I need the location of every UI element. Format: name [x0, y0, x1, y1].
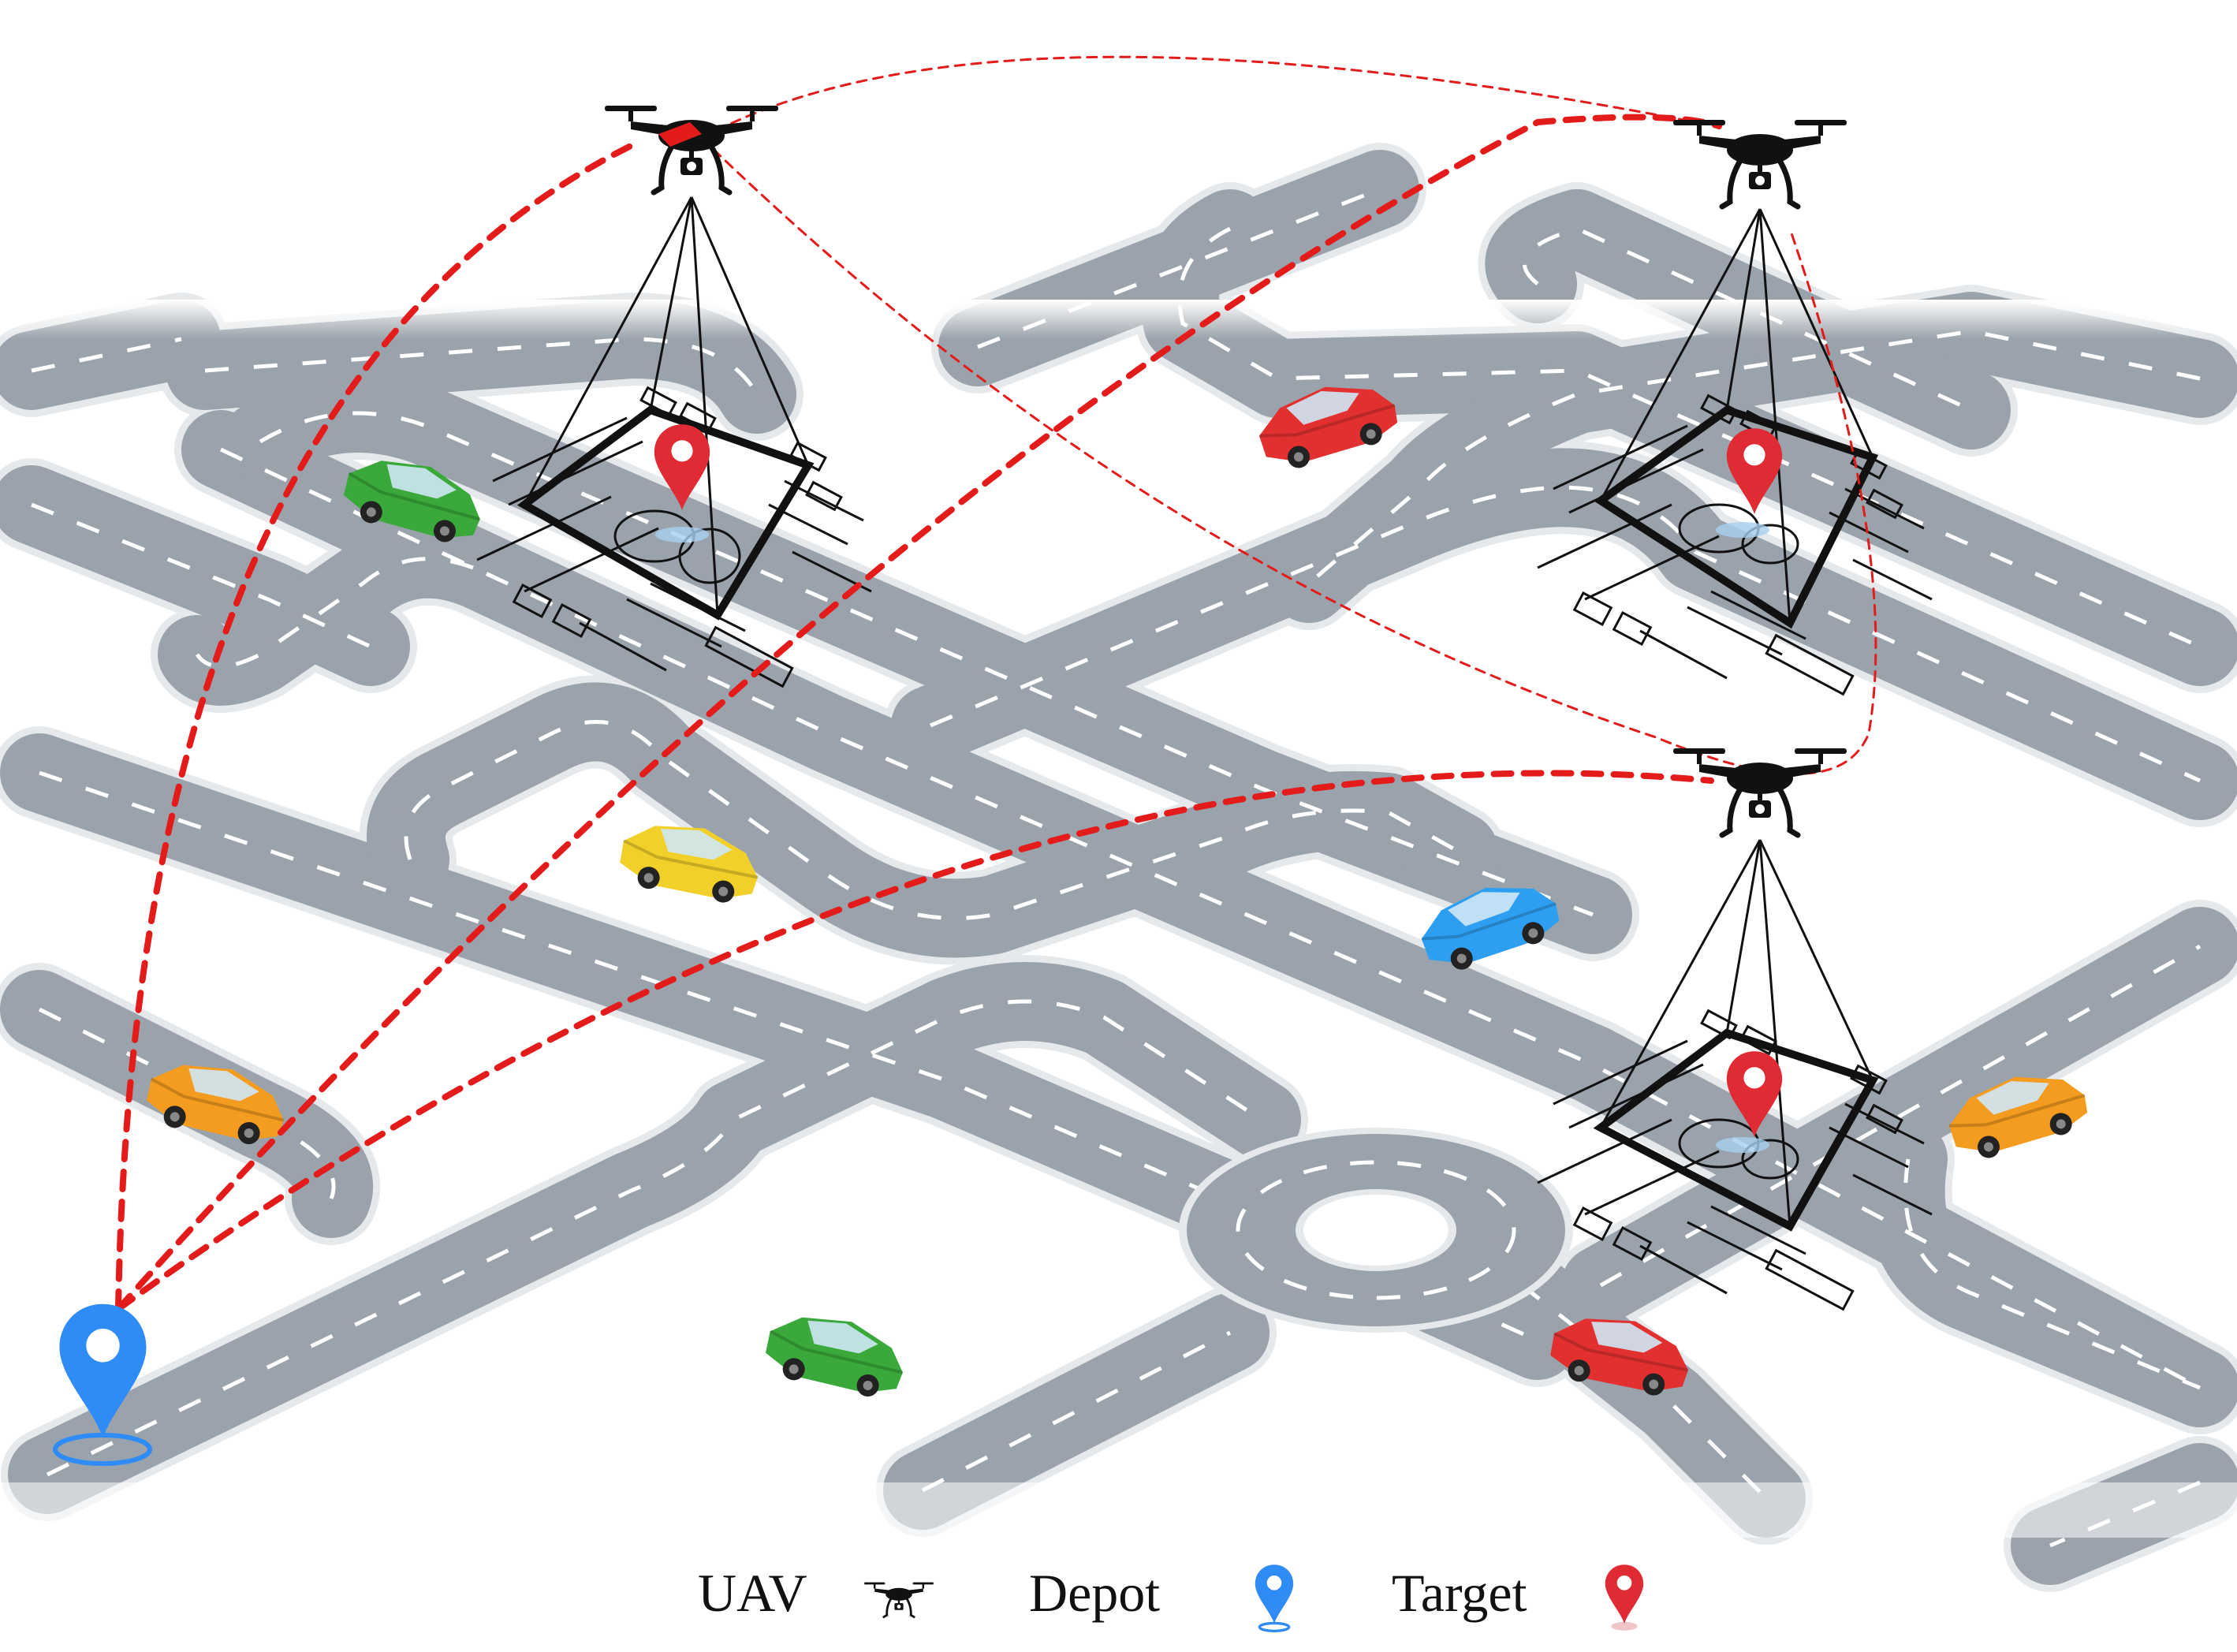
legend: UAV Depot Target [0, 1534, 2237, 1652]
depot-pin-icon [1255, 1564, 1294, 1632]
car-icon [757, 1299, 914, 1411]
legend-target-label: Target [1392, 1563, 1527, 1623]
uavs [605, 106, 1847, 835]
roundabout [1179, 1128, 1573, 1333]
drone-icon [1673, 748, 1847, 835]
depot [53, 1303, 152, 1466]
route-uav1-to-uav3 [700, 136, 1877, 775]
legend-target: Target [1392, 1534, 1527, 1652]
legend-uav: UAV [698, 1534, 807, 1652]
route-uav1-to-uav2 [700, 55, 1697, 140]
route-depot-to-uav3 [115, 770, 1714, 1312]
road-network [0, 143, 2237, 1592]
drone-icon [1673, 120, 1847, 207]
target-pin-icon [1605, 1564, 1644, 1631]
uav-routes [115, 55, 1877, 1312]
route-depot-to-uav2 [115, 114, 1722, 1312]
route-depot-to-uav1 [115, 143, 634, 1312]
legend-depot: Depot [1029, 1534, 1160, 1652]
sensor-cones [523, 196, 1874, 1227]
legend-depot-label: Depot [1029, 1563, 1161, 1623]
legend-uav-label: UAV [698, 1563, 807, 1623]
drone-icon [863, 1581, 935, 1619]
